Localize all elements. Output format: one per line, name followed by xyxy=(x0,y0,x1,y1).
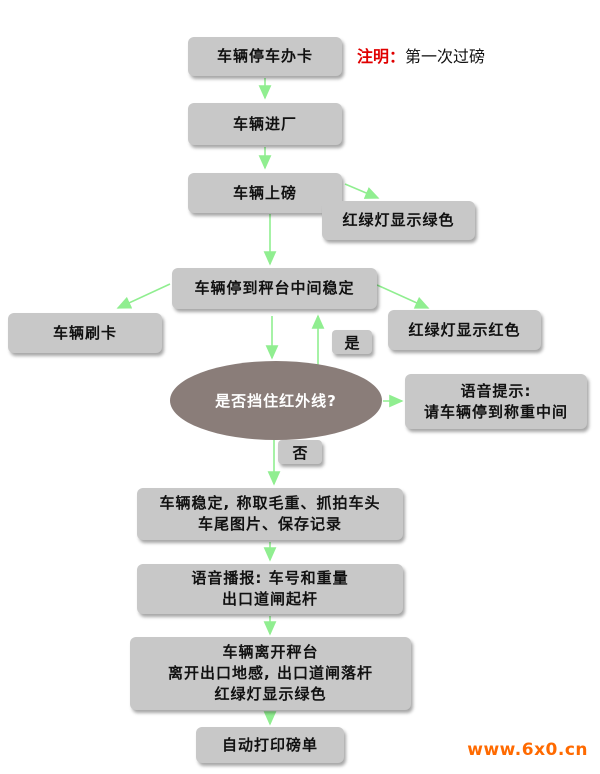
node-swipe-card: 车辆刷卡 xyxy=(8,313,162,353)
node-park-card: 车辆停车办卡 xyxy=(188,37,342,76)
node-broadcast: 语音播报: 车号和重量 出口道闸起杆 xyxy=(137,564,403,614)
node-on-scale: 车辆上磅 xyxy=(188,173,342,213)
node-swipe-card-label: 车辆刷卡 xyxy=(52,323,117,342)
node-enter: 车辆进厂 xyxy=(188,103,342,145)
note: 注明：第一次过磅 xyxy=(357,43,485,67)
node-weigh: 车辆稳定, 称取毛重、抓拍车头 车尾图片、保存记录 xyxy=(137,488,403,540)
note-label: 注明： xyxy=(357,47,406,66)
node-light-green-1: 红绿灯显示绿色 xyxy=(322,201,475,240)
arrow-stop-to-swipe xyxy=(116,283,171,309)
node-decision: 是否挡住红外线? xyxy=(170,361,382,440)
watermark: www.6x0.cn xyxy=(467,740,588,760)
node-leave-label: 车辆离开秤台 离开出口地感, 出口道闸落杆 红绿灯显示绿色 xyxy=(168,643,373,703)
node-stop-center: 车辆停到秤台中间稳定 xyxy=(172,268,377,309)
node-decision-label: 是否挡住红外线? xyxy=(215,392,337,410)
node-print: 自动打印磅单 xyxy=(196,727,344,763)
node-light-red-label: 红绿灯显示红色 xyxy=(408,320,521,339)
node-leave: 车辆离开秤台 离开出口地感, 出口道闸落杆 红绿灯显示绿色 xyxy=(130,637,411,710)
label-yes: 是 xyxy=(332,330,372,354)
arrow-scale-to-light xyxy=(344,183,380,199)
node-broadcast-label: 语音播报: 车号和重量 出口道闸起杆 xyxy=(191,569,349,608)
arrow-stop-to-red xyxy=(376,284,430,309)
label-no: 否 xyxy=(278,440,322,464)
node-voice-prompt: 语音提示: 请车辆停到称重中间 xyxy=(405,374,587,429)
node-light-red: 红绿灯显示红色 xyxy=(388,310,541,350)
note-text: 第一次过磅 xyxy=(405,47,486,66)
node-park-card-label: 车辆停车办卡 xyxy=(216,47,313,65)
node-stop-center-label: 车辆停到秤台中间稳定 xyxy=(194,279,355,297)
node-voice-prompt-label: 语音提示: 请车辆停到称重中间 xyxy=(423,381,568,421)
node-enter-label: 车辆进厂 xyxy=(232,114,297,133)
node-on-scale-label: 车辆上磅 xyxy=(232,183,297,202)
node-weigh-label: 车辆稳定, 称取毛重、抓拍车头 车尾图片、保存记录 xyxy=(159,494,381,533)
node-light-green-1-label: 红绿灯显示绿色 xyxy=(342,211,455,229)
node-print-label: 自动打印磅单 xyxy=(221,735,318,754)
